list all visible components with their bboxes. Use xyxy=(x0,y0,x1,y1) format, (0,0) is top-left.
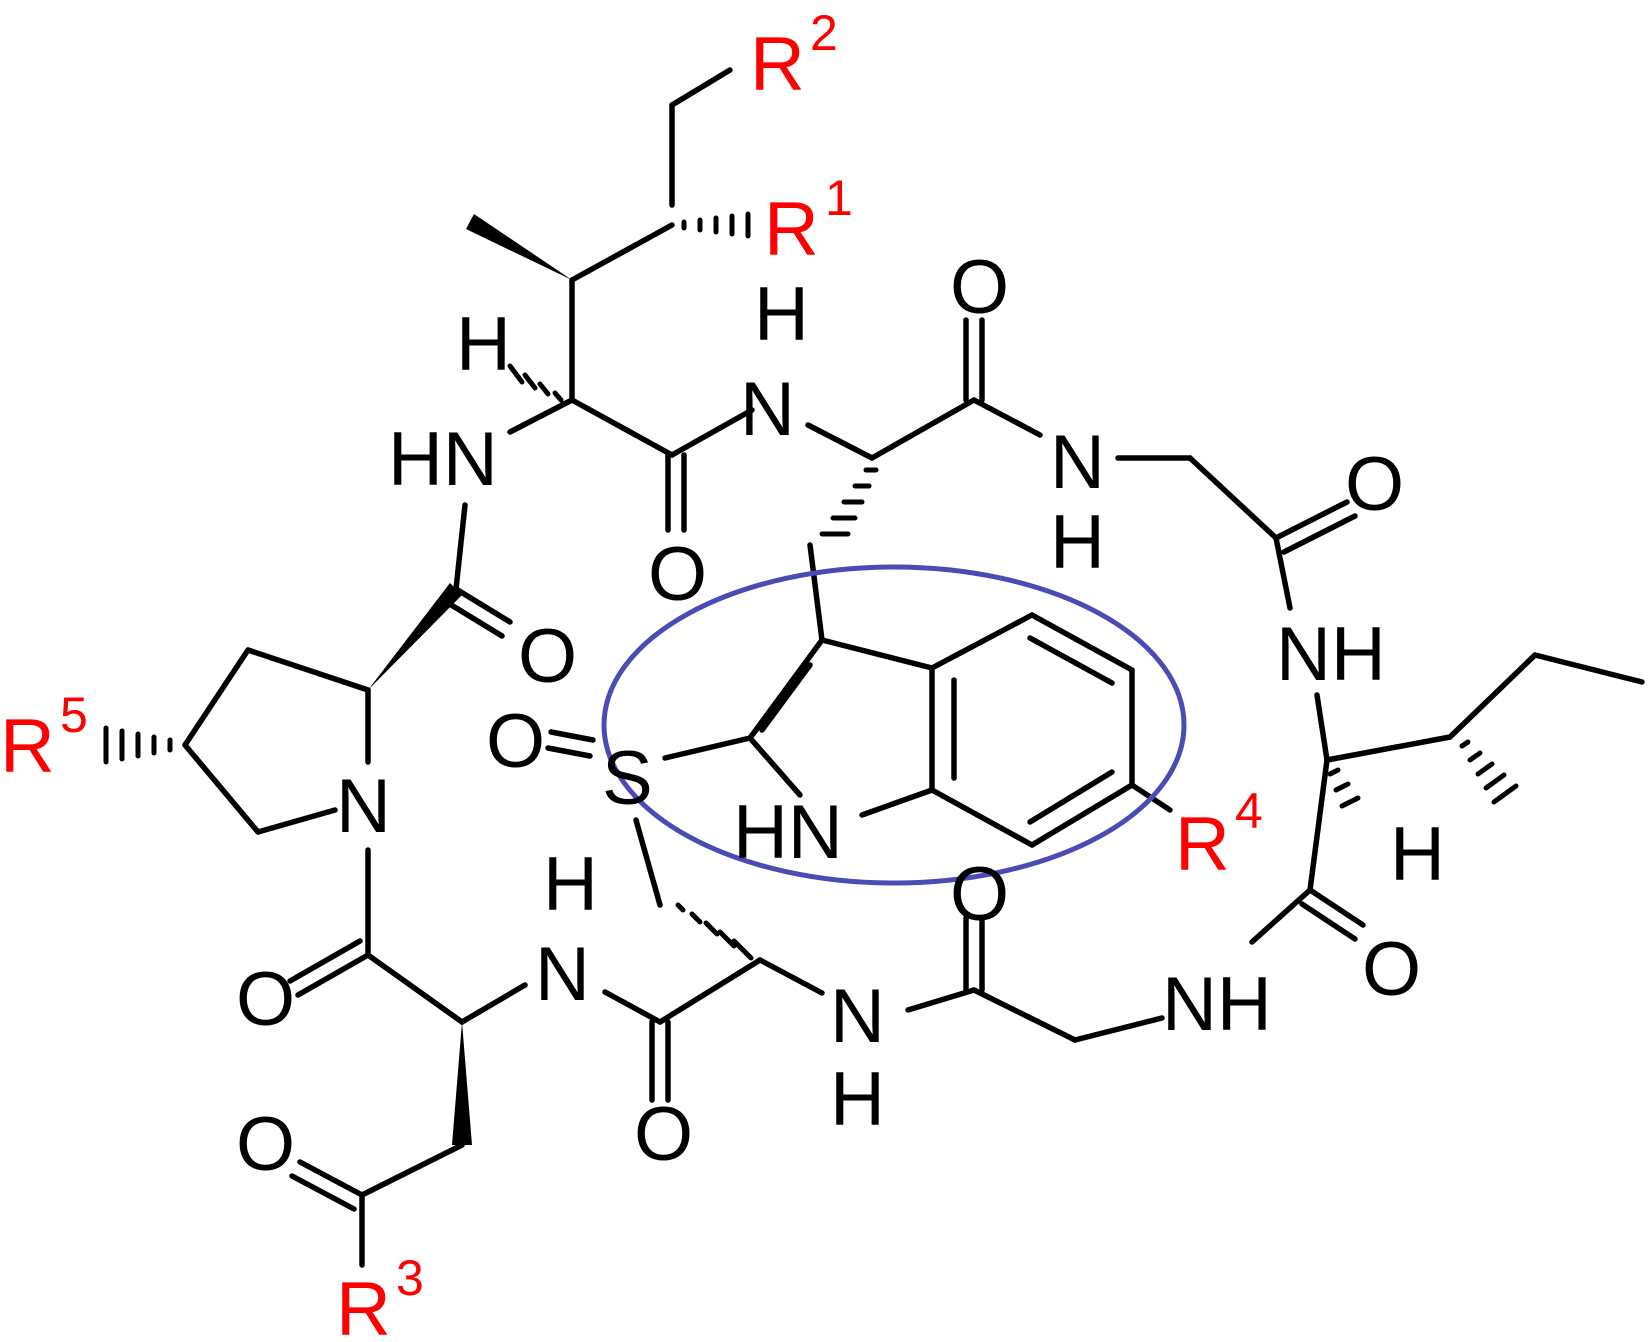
atom-label: H xyxy=(543,842,598,927)
atom-label: O xyxy=(1345,442,1404,527)
hash-bond-r5 xyxy=(103,725,173,765)
atom-label: H xyxy=(754,272,809,357)
atom-label: N xyxy=(1050,420,1105,505)
atom-label: O xyxy=(634,1092,693,1177)
wedge-bond-asp xyxy=(452,1022,472,1145)
atom-label: HN xyxy=(733,790,843,875)
r-group-layer: R 2 R 1 R 5 R 4 R 3 xyxy=(0,5,1263,1342)
atom-label: O xyxy=(518,614,577,699)
atom-label: N xyxy=(740,367,795,452)
atom-label: O xyxy=(236,1102,295,1187)
svg-text:R: R xyxy=(750,22,805,107)
atom-label: O xyxy=(1362,927,1421,1012)
r-group-r5: R 5 xyxy=(0,687,88,789)
hash-bond-h2 xyxy=(1327,767,1361,809)
wedge-bond xyxy=(466,214,572,280)
r-group-r1: R 1 xyxy=(764,170,853,272)
atom-label: H xyxy=(456,302,511,387)
atom-label: O xyxy=(486,699,545,784)
wedge-bond-pro xyxy=(368,583,462,690)
svg-text:4: 4 xyxy=(1235,783,1263,839)
svg-text:R: R xyxy=(1175,802,1230,887)
hash-bond-cys xyxy=(675,902,754,961)
svg-text:1: 1 xyxy=(825,170,853,226)
r-group-r3: R 3 xyxy=(336,1250,424,1342)
atom-label: N xyxy=(336,764,391,849)
atom-label: O xyxy=(236,957,295,1042)
r-group-r4: R 4 xyxy=(1175,783,1263,887)
indole-highlight-ellipse xyxy=(601,564,1187,886)
svg-text:R: R xyxy=(764,187,819,272)
svg-text:3: 3 xyxy=(396,1250,424,1306)
atom-label: O xyxy=(950,245,1009,330)
atom-label: N xyxy=(830,974,885,1059)
atom-label: N xyxy=(535,932,590,1017)
atom-label: H xyxy=(1050,500,1105,585)
atom-label-layer: HN N H H O O N H O NH H O NH O N H O N H… xyxy=(236,245,1445,1187)
atom-label: H xyxy=(830,1057,885,1142)
atom-label: O xyxy=(950,852,1009,937)
bond-layer xyxy=(103,67,1645,1268)
atom-label: NH xyxy=(1162,962,1272,1047)
atom-label: H xyxy=(1390,812,1445,897)
svg-text:R: R xyxy=(336,1267,391,1342)
hash-bond-methyl xyxy=(1459,739,1519,805)
atom-label: S xyxy=(602,736,653,821)
hash-bond-trp xyxy=(819,467,879,537)
hash-bond-r1 xyxy=(681,211,751,239)
r-group-r2: R 2 xyxy=(750,5,838,107)
svg-text:R: R xyxy=(0,704,55,789)
atom-label: O xyxy=(648,532,707,617)
atom-label: NH xyxy=(1276,612,1386,697)
atom-label: HN xyxy=(388,417,498,502)
hash-bond-h xyxy=(507,363,564,403)
svg-text:5: 5 xyxy=(60,687,88,743)
svg-text:2: 2 xyxy=(810,5,838,61)
